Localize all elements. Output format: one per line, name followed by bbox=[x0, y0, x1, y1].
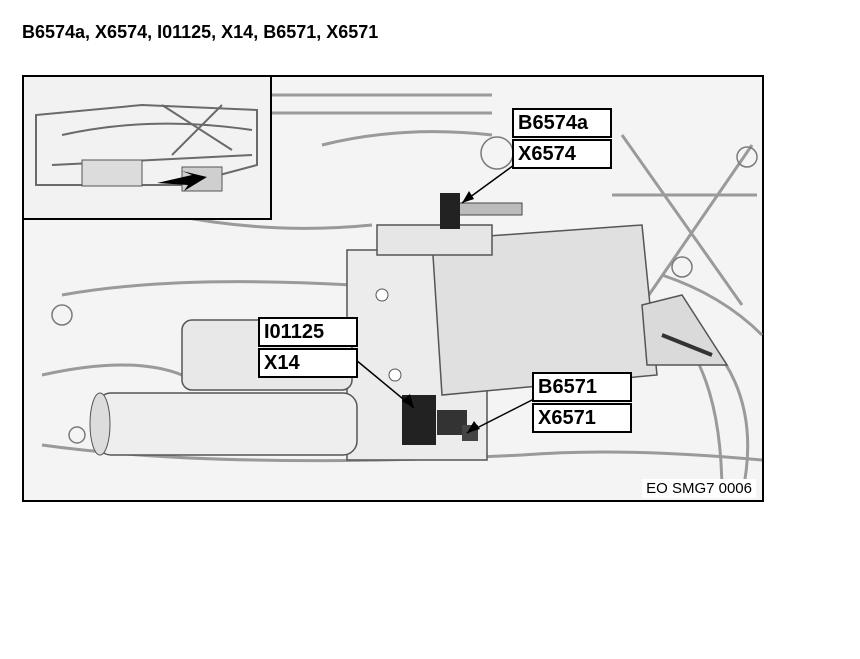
callout-x6574-label: X6574 bbox=[512, 139, 612, 169]
callout-x14-label: X14 bbox=[258, 348, 358, 378]
callout-b6571-label: B6571 bbox=[532, 372, 632, 402]
callout-i01125-label: I01125 bbox=[258, 317, 358, 347]
image-code-label: EO SMG7 0006 bbox=[642, 479, 756, 498]
illustration-drawing bbox=[22, 75, 764, 502]
component-illustration: B6574a X6574 I01125 X14 B6571 X6571 EO S… bbox=[22, 75, 764, 502]
callout-b6574a-label: B6574a bbox=[512, 108, 612, 138]
callout-x6571-label: X6571 bbox=[532, 403, 632, 433]
page-title: B6574a, X6574, I01125, X14, B6571, X6571 bbox=[22, 22, 379, 42]
